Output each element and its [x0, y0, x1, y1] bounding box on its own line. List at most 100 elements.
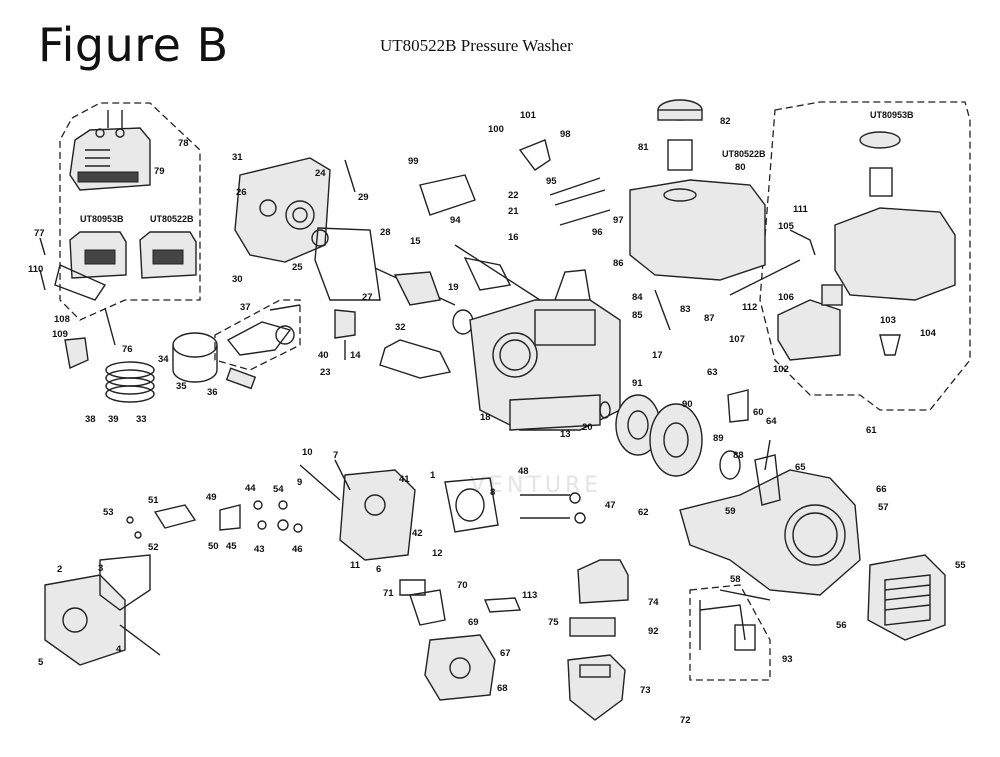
callout-107: 107: [729, 334, 745, 345]
callout-56: 56: [836, 620, 847, 631]
callout-69: 69: [468, 617, 479, 628]
callout-61: 61: [866, 425, 877, 436]
throttle-linkage: [419, 139, 771, 651]
callout-99: 99: [408, 156, 419, 167]
callout-22: 22: [508, 190, 519, 201]
valve-train-parts: [126, 492, 586, 539]
callout-27: 27: [362, 292, 373, 303]
callout-72: 72: [680, 715, 691, 726]
callout-96: 96: [592, 227, 603, 238]
label-valve-cover-ut80953b: UT80953B: [80, 214, 124, 224]
callout-15: 15: [410, 236, 421, 247]
callout-91: 91: [632, 378, 643, 389]
callout-97: 97: [613, 215, 624, 226]
tank-inset-group-outline: [759, 101, 971, 411]
valve-cover-assembly: [39, 110, 197, 370]
callout-85: 85: [632, 310, 643, 321]
carburetor-fitting-group-outline: [689, 584, 771, 681]
callout-31: 31: [232, 152, 243, 163]
callout-2: 2: [57, 564, 62, 575]
fuel-tank-inset: [729, 131, 956, 361]
callout-17: 17: [652, 350, 663, 361]
callout-84: 84: [632, 292, 643, 303]
callout-25: 25: [292, 262, 303, 273]
callout-59: 59: [725, 506, 736, 517]
callout-94: 94: [450, 215, 461, 226]
callout-6: 6: [376, 564, 381, 575]
fuel-tank: [629, 99, 766, 331]
callout-3: 3: [98, 563, 103, 574]
callout-103: 103: [880, 315, 896, 326]
callout-33: 33: [136, 414, 147, 425]
callout-71: 71: [383, 588, 394, 599]
crankcase-cover: [234, 157, 381, 301]
callout-112: 112: [742, 302, 757, 313]
crankshaft: [334, 267, 474, 360]
callout-63: 63: [707, 367, 718, 378]
engine-block: [379, 244, 621, 431]
callout-83: 83: [680, 304, 691, 315]
callout-8: 8: [490, 487, 495, 498]
callout-55: 55: [955, 560, 966, 571]
callout-10: 10: [302, 447, 313, 458]
callout-75: 75: [548, 617, 559, 628]
callout-47: 47: [605, 500, 616, 511]
callout-51: 51: [148, 495, 159, 506]
callout-109: 109: [52, 329, 68, 340]
callout-95: 95: [546, 176, 557, 187]
callout-12: 12: [432, 548, 443, 559]
callout-111: 111: [793, 204, 809, 215]
callout-23: 23: [320, 367, 331, 378]
air-filter: [567, 559, 629, 721]
callout-58: 58: [730, 574, 741, 585]
callout-34: 34: [158, 354, 169, 365]
callout-98: 98: [560, 129, 571, 140]
callout-24: 24: [315, 168, 326, 179]
callout-4: 4: [116, 644, 122, 655]
callout-106: 106: [778, 292, 794, 303]
callout-93: 93: [782, 654, 793, 665]
callout-110: 110: [28, 264, 43, 275]
model-title: UT80522B Pressure Washer: [380, 36, 573, 55]
callout-113: 113: [522, 590, 537, 601]
callout-104: 104: [920, 328, 937, 339]
muffler: [44, 554, 161, 666]
callout-88: 88: [733, 450, 744, 461]
callout-35: 35: [176, 381, 187, 392]
flywheel-assembly: [599, 394, 741, 480]
callout-32: 32: [395, 322, 406, 333]
callout-28: 28: [380, 227, 391, 238]
callout-89: 89: [713, 433, 724, 444]
callout-39: 39: [108, 414, 119, 425]
callout-30: 30: [232, 274, 243, 285]
label-valve-cover-ut80522b: UT80522B: [150, 214, 194, 224]
callout-64: 64: [766, 416, 777, 427]
callout-62: 62: [638, 507, 649, 518]
callout-66: 66: [876, 484, 887, 495]
callout-45: 45: [226, 541, 237, 552]
callout-101: 101: [520, 110, 537, 121]
callout-48: 48: [518, 466, 529, 477]
callout-70: 70: [457, 580, 468, 591]
cylinder-head: [299, 459, 499, 561]
callout-87: 87: [704, 313, 715, 324]
callout-7: 7: [333, 450, 338, 461]
callout-57: 57: [878, 502, 889, 513]
blower-housing: [679, 454, 946, 641]
callout-100: 100: [488, 124, 504, 135]
callout-21: 21: [508, 206, 519, 217]
callout-54: 54: [273, 484, 284, 495]
callout-67: 67: [500, 648, 511, 659]
callout-43: 43: [254, 544, 265, 555]
callout-40: 40: [318, 350, 329, 361]
callout-38: 38: [85, 414, 96, 425]
callout-92: 92: [648, 626, 659, 637]
callout-16: 16: [508, 232, 519, 243]
callout-37: 37: [240, 302, 251, 313]
callout-68: 68: [497, 683, 508, 694]
callout-46: 46: [292, 544, 303, 555]
callout-20: 20: [582, 422, 593, 433]
callout-76: 76: [122, 344, 133, 355]
callout-81: 81: [638, 142, 649, 153]
